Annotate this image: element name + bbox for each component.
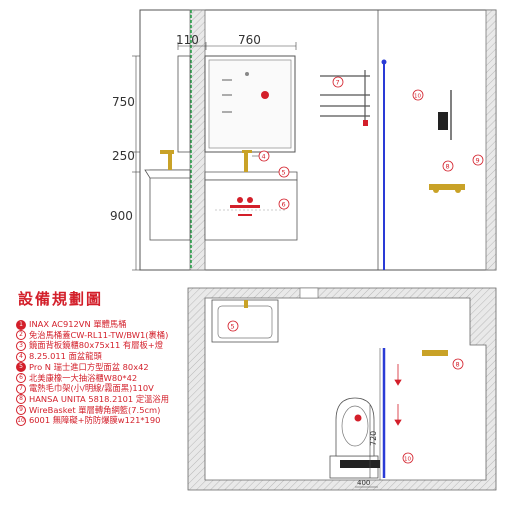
legend-title: 設備規劃圖 [18,290,104,308]
dim-250: 250 [112,149,135,163]
svg-text:4: 4 [262,153,266,161]
svg-text:3: 3 [262,94,265,100]
legend-number: 3 [16,340,26,351]
plan-toilet [329,397,380,479]
legend-text: 電熱毛巾架(小/明線/霧面黑)110V [29,383,154,394]
svg-text:10: 10 [414,94,421,100]
plan-callout-10: 10 [402,452,414,464]
wall-section [189,9,206,271]
legend-number: 10 [16,415,26,426]
legend-text: HANSA UNITA 5818.2101 定溫浴用 [29,393,170,404]
dim-110: 110 [176,33,199,47]
legend-number: 5 [16,362,26,373]
heated-towel-rack [320,70,370,124]
right-wall [485,9,497,271]
legend-text: Pro N 瑞士進口方型面盆 80x42 [29,361,149,372]
legend-text: 鏡面背板鏡櫃80x75x11 有層板+燈 [29,340,164,351]
legend-number: 9 [16,405,26,416]
legend-number: 7 [16,383,26,394]
callout-7: 7 [332,76,344,88]
plan-callout-5: 5 [227,320,239,332]
callout-4: 4 [252,150,270,162]
legend-number: 4 [16,351,26,362]
legend-number: 1 [16,319,26,330]
callout-9: 9 [472,154,484,166]
legend-text: 免治馬桶蓋CW-RL11-TW/BW1(裹桶) [29,329,169,340]
dim-900: 900 [110,209,133,223]
svg-text:5: 5 [231,323,235,331]
dim-720: 720 [369,431,378,446]
callout-3: 3 [261,91,269,100]
legend-number: 6 [16,373,26,383]
svg-text:10: 10 [404,457,411,463]
dim-750: 750 [112,95,135,109]
legend-text: WireBasket 單層轉角網籃(7.5cm) [29,404,161,415]
plan-callout-8: 8 [452,358,464,370]
legend-text: 6001 無障礙+防防爆膜w121*190 [29,415,161,426]
svg-text:1: 1 [356,416,359,422]
callout-6: 6 [278,198,290,210]
svg-text:7: 7 [336,79,340,87]
dim-400: 400 [357,479,370,487]
callout-5: 5 [278,166,290,178]
callout-10: 10 [412,89,424,101]
legend-text: 北美康橡一大抽浴櫃W80*42 [29,372,138,383]
svg-text:9: 9 [476,157,480,165]
svg-text:8: 8 [446,163,450,171]
elevation-view: 110 760 750 250 900 3 4 5 6 [110,9,497,271]
legend-number: 8 [16,394,26,405]
svg-text:5: 5 [282,169,286,177]
plan-callout-1: 1 [354,414,362,422]
svg-text:6: 6 [282,201,286,209]
legend-number: 2 [16,330,26,341]
plan-view: 720 400 1 5 8 10 [187,287,497,491]
callout-8: 8 [442,160,454,172]
svg-text:8: 8 [456,361,460,369]
legend-text: 8.25.011 面盆龍頭 [29,351,102,362]
dim-760: 760 [238,33,261,47]
shower-set [429,90,465,193]
legend-text: INAX AC912VN 單體馬桶 [29,319,127,329]
